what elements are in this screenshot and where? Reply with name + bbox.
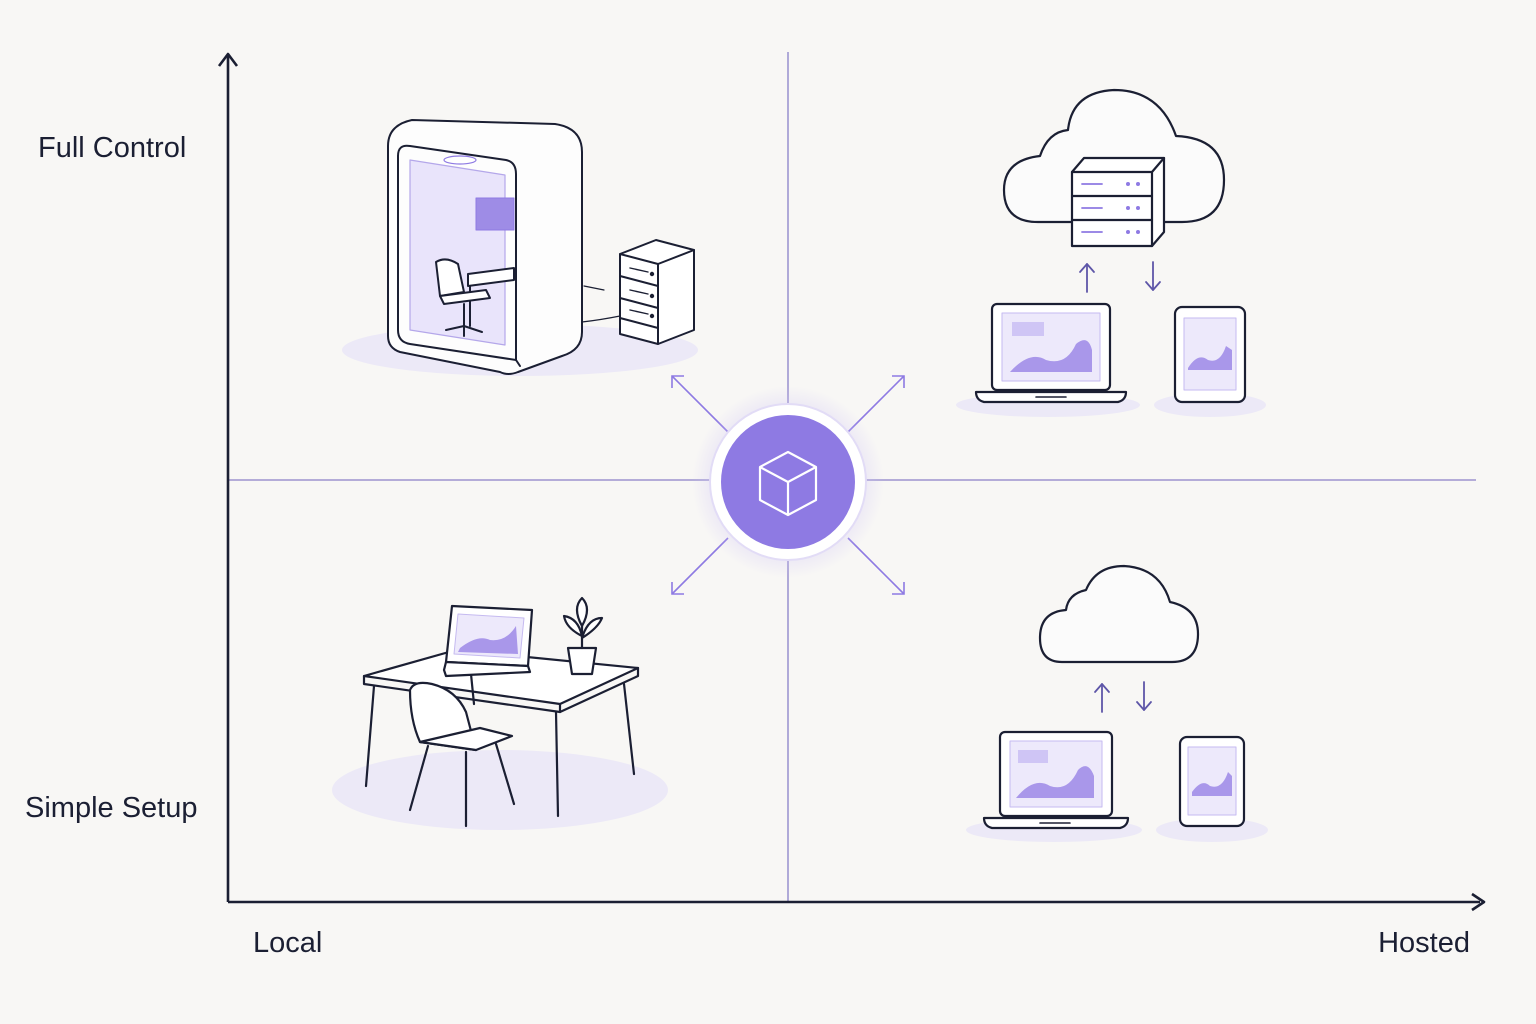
x-axis-right-label: Hosted	[1378, 927, 1470, 959]
cloud-icon	[1038, 564, 1200, 664]
laptop-icon	[966, 730, 1142, 842]
x-axis	[228, 892, 1486, 912]
laptop-icon	[956, 302, 1140, 417]
server-icon	[1070, 156, 1166, 248]
sync-arrows-icon	[1094, 681, 1152, 713]
tablet-icon	[1156, 735, 1268, 842]
laptop-icon	[442, 604, 534, 678]
chair-icon	[408, 681, 516, 828]
desk-with-laptop-icon	[332, 596, 668, 830]
tablet-icon	[1154, 305, 1266, 417]
cube-icon	[758, 450, 818, 517]
cloud-server-with-devices-icon	[956, 88, 1266, 417]
x-axis-left-label: Local	[253, 927, 323, 959]
y-axis-top-label: Full Control	[38, 132, 187, 164]
center-hub	[692, 386, 884, 578]
cloud-with-devices-icon	[966, 564, 1268, 842]
office-booth-with-server-icon	[342, 119, 698, 376]
cloud-icon	[1002, 88, 1226, 224]
sync-arrows-icon	[1079, 261, 1161, 293]
plant-icon	[562, 596, 604, 676]
y-axis-bottom-label: Simple Setup	[25, 792, 198, 824]
y-axis	[217, 52, 239, 902]
